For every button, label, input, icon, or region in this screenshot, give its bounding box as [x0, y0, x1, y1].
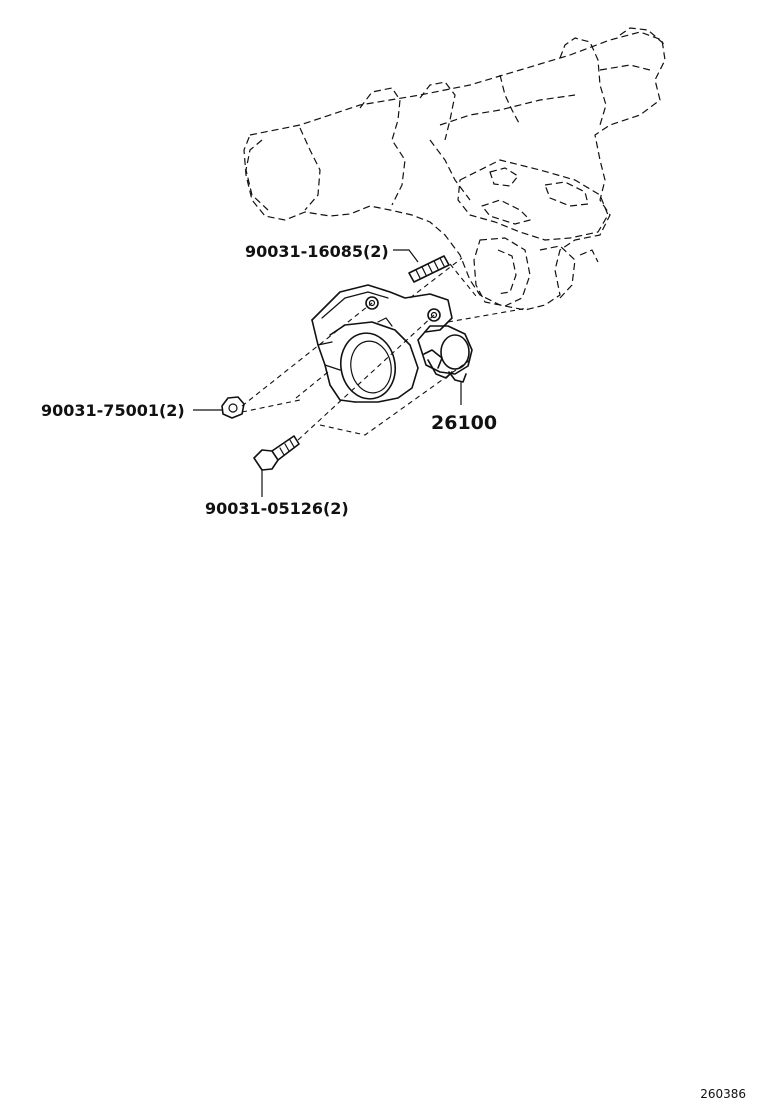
- bolt-part: [253, 435, 300, 471]
- bolt-part-number-label: 90031-05126(2): [205, 499, 349, 518]
- stud-part: [408, 255, 450, 283]
- assembly-lines: [241, 257, 529, 441]
- leader-lines: [193, 249, 462, 497]
- nut-part-number-label: 90031-75001(2): [41, 401, 185, 420]
- throttle-body-part: [311, 284, 473, 403]
- stud-part-number-label: 90031-16085(2): [245, 242, 389, 261]
- intake-manifold-outline: [243, 27, 666, 311]
- throttle-body-part-number-label: 26100: [431, 412, 497, 434]
- nut-part: [221, 396, 245, 419]
- figure-id-label: 260386: [700, 1087, 746, 1101]
